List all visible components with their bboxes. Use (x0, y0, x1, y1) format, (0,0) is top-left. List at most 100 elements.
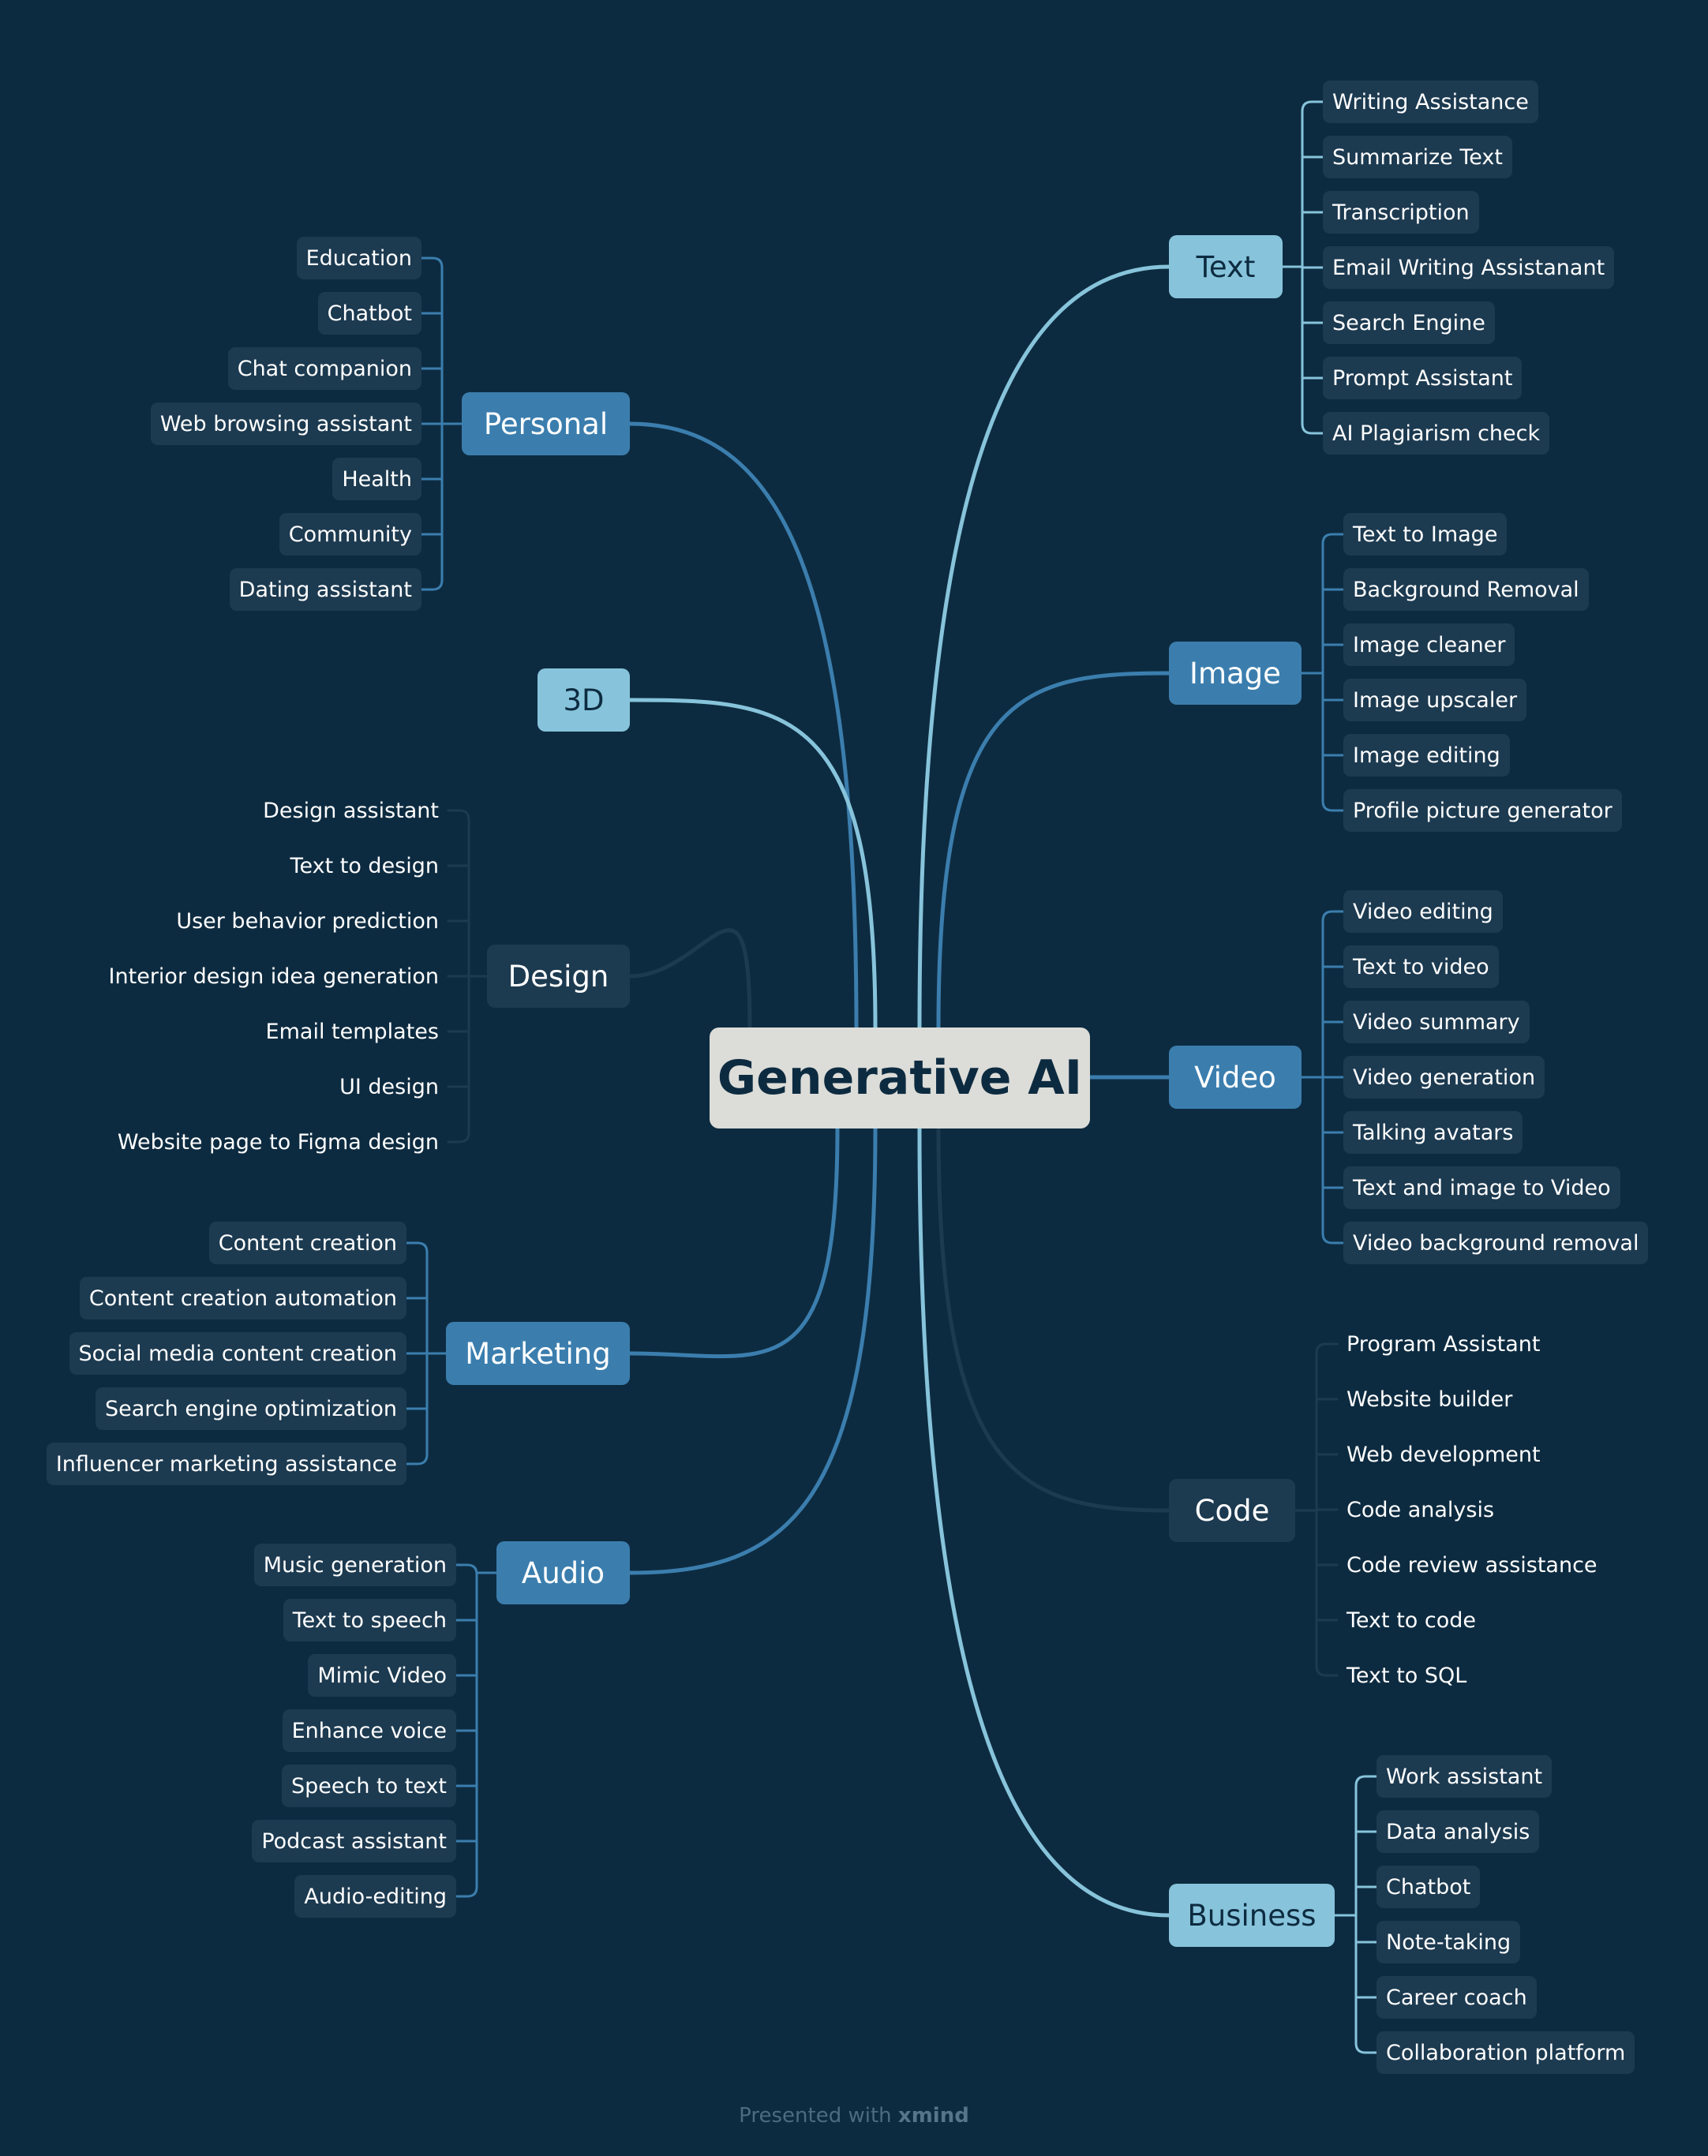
marketing-leaf-connector (405, 1453, 429, 1465)
video-subtopic[interactable]: Video summary (1343, 1001, 1530, 1043)
text-leaf-connector (1301, 422, 1324, 435)
audio-subtopic[interactable]: Enhance voice (282, 1709, 456, 1752)
audio-subtopic[interactable]: Audio-editing (294, 1875, 456, 1918)
image-subtopic[interactable]: Image cleaner (1343, 623, 1515, 666)
business-subtopic[interactable]: Work assistant (1377, 1755, 1553, 1798)
business-branch-connector (917, 1126, 1171, 1918)
code-subtopic[interactable]: Text to code (1347, 1608, 1476, 1633)
marketing-subtopic[interactable]: Search engine optimization (96, 1387, 406, 1430)
audio-branch-connector (627, 1126, 878, 1575)
design-branch-connector (627, 928, 752, 1030)
text-subtopic[interactable]: Search Engine (1323, 301, 1495, 344)
business-subtopic[interactable]: Collaboration platform (1377, 2031, 1635, 2074)
audio-leaf-connector (455, 1885, 478, 1898)
marketing-subtopic[interactable]: Content creation automation (79, 1277, 406, 1319)
topic-personal[interactable]: Personal (462, 392, 630, 455)
text-branch-connector (917, 264, 1171, 1030)
footer-brand: xmind (897, 2104, 969, 2128)
topic-business[interactable]: Business (1169, 1884, 1335, 1947)
text-subtopic[interactable]: Summarize Text (1323, 136, 1512, 178)
marketing-leaf-connector (405, 1241, 429, 1254)
business-subtopic[interactable]: Data analysis (1377, 1810, 1540, 1853)
topic-code[interactable]: Code (1169, 1479, 1295, 1542)
personal-subtopic[interactable]: Health (332, 458, 421, 500)
audio-subtopic[interactable]: Podcast assistant (252, 1820, 456, 1862)
image-subtopic[interactable]: Background Removal (1343, 568, 1589, 611)
design-subtopic[interactable]: Email templates (265, 1019, 439, 1044)
video-subtopic[interactable]: Text to video (1343, 945, 1499, 988)
image-leaf-connector (1321, 799, 1345, 812)
audio-subtopic[interactable]: Music generation (253, 1544, 456, 1586)
design-subtopic[interactable]: Interior design idea generation (108, 964, 439, 989)
image-subtopic[interactable]: Text to Image (1343, 513, 1508, 556)
marketing-branch-connector (627, 1126, 840, 1359)
text-leaf-connector (1301, 100, 1324, 113)
image-subtopic[interactable]: Image upscaler (1343, 679, 1527, 721)
video-subtopic[interactable]: Text and image to Video (1343, 1166, 1620, 1209)
video-subtopic[interactable]: Talking avatars (1343, 1111, 1523, 1154)
personal-leaf-connector (420, 578, 444, 591)
design-subtopic[interactable]: Text to design (290, 853, 439, 878)
topic-text[interactable]: Text (1169, 235, 1283, 298)
code-subtopic[interactable]: Program Assistant (1347, 1331, 1541, 1357)
code-subtopic[interactable]: Website builder (1347, 1387, 1513, 1412)
personal-subtopic[interactable]: Chat companion (227, 347, 421, 390)
code-branch-connector (936, 1126, 1171, 1513)
personal-subtopic[interactable]: Education (296, 237, 421, 279)
personal-branch-connector (627, 421, 859, 1030)
footer-prefix: Presented with (739, 2104, 892, 2128)
design-subtopic[interactable]: Design assistant (263, 798, 439, 823)
topic-marketing[interactable]: Marketing (446, 1322, 630, 1385)
video-subtopic[interactable]: Video generation (1343, 1056, 1545, 1099)
code-subtopic[interactable]: Code analysis (1347, 1497, 1495, 1522)
code-subtopic[interactable]: Code review assistance (1347, 1552, 1598, 1578)
image-leaf-connector (1321, 533, 1345, 545)
code-subtopic[interactable]: Web development (1347, 1442, 1541, 1467)
video-leaf-connector (1321, 910, 1345, 923)
topic-video[interactable]: Video (1169, 1046, 1302, 1109)
video-subtopic[interactable]: Video editing (1343, 890, 1503, 933)
business-subtopic[interactable]: Chatbot (1377, 1866, 1481, 1908)
marketing-subtopic[interactable]: Social media content creation (69, 1332, 406, 1375)
design-leaf-connector (447, 1131, 470, 1144)
topic-three-d[interactable]: 3D (537, 668, 630, 732)
marketing-subtopic[interactable]: Influencer marketing assistance (46, 1443, 406, 1485)
footer-credit: Presented with xmind (0, 2104, 1708, 2128)
image-subtopic[interactable]: Image editing (1343, 734, 1510, 777)
personal-subtopic[interactable]: Community (279, 513, 421, 556)
business-subtopic[interactable]: Note-taking (1377, 1921, 1521, 1963)
topic-audio[interactable]: Audio (496, 1541, 630, 1604)
personal-subtopic[interactable]: Web browsing assistant (150, 402, 421, 445)
video-subtopic[interactable]: Video background removal (1343, 1222, 1649, 1264)
text-subtopic[interactable]: Writing Assistance (1323, 80, 1538, 123)
topic-design[interactable]: Design (487, 945, 630, 1008)
image-branch-connector (936, 671, 1171, 1030)
audio-subtopic[interactable]: Text to speech (283, 1599, 456, 1641)
text-subtopic[interactable]: Transcription (1323, 191, 1479, 234)
text-subtopic[interactable]: AI Plagiarism check (1323, 412, 1550, 455)
audio-subtopic[interactable]: Speech to text (281, 1765, 456, 1807)
design-subtopic[interactable]: User behavior prediction (176, 908, 439, 934)
marketing-subtopic[interactable]: Content creation (208, 1222, 406, 1264)
three_d-branch-connector (627, 698, 878, 1030)
code-subtopic[interactable]: Text to SQL (1347, 1663, 1467, 1688)
image-subtopic[interactable]: Profile picture generator (1343, 789, 1622, 832)
design-subtopic[interactable]: Website page to Figma design (117, 1129, 439, 1155)
topic-image[interactable]: Image (1169, 642, 1302, 705)
text-subtopic[interactable]: Prompt Assistant (1323, 357, 1523, 399)
code-leaf-connector (1315, 1342, 1339, 1355)
personal-leaf-connector (420, 256, 444, 269)
design-leaf-connector (447, 809, 470, 822)
audio-subtopic[interactable]: Mimic Video (308, 1654, 456, 1697)
text-subtopic[interactable]: Email Writing Assistanant (1323, 246, 1615, 289)
business-subtopic[interactable]: Career coach (1377, 1976, 1537, 2019)
video-leaf-connector (1321, 1232, 1345, 1245)
personal-subtopic[interactable]: Chatbot (317, 292, 421, 335)
audio-leaf-connector (455, 1563, 478, 1576)
central-topic[interactable]: Generative AI (710, 1027, 1090, 1129)
personal-subtopic[interactable]: Dating assistant (229, 568, 421, 611)
design-subtopic[interactable]: UI design (339, 1074, 439, 1099)
code-leaf-connector (1315, 1664, 1339, 1677)
